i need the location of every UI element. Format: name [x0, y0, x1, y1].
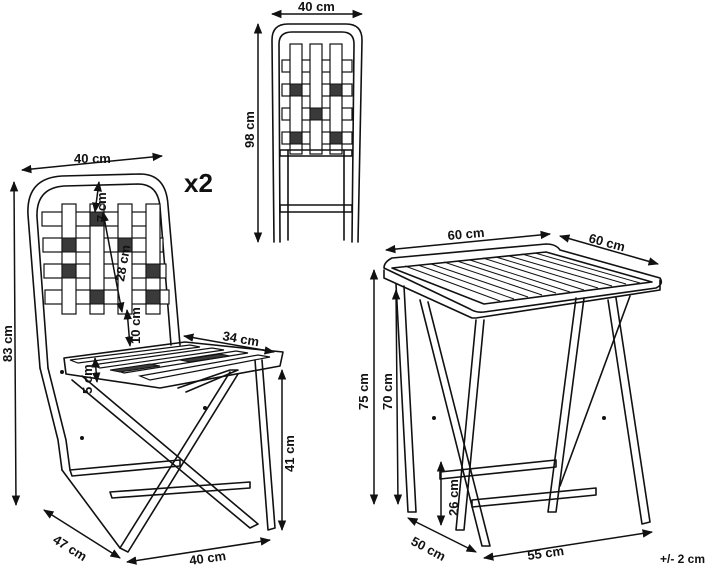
table-top-depth-label: 60 cm: [587, 230, 627, 254]
table-crossbar-height-label: 26 cm: [446, 479, 461, 516]
table-base-depth-label: 50 cm: [409, 533, 449, 564]
tabletop-slats: [404, 252, 641, 302]
folded-chair-width-label: 40 cm: [298, 0, 335, 14]
tolerance-label: +/- 2 cm: [660, 552, 705, 566]
backrest-weave: [41, 203, 170, 315]
chair-back-lower-gap-label: 10 cm: [128, 307, 143, 344]
chair-back-width-label: 40 cm: [74, 151, 111, 166]
table-drawing: [383, 243, 663, 547]
chair-seat-thickness-label: 5 cm: [80, 364, 95, 394]
chair-seat-depth-label: 34 cm: [221, 328, 260, 349]
chair-seat-height-label: 41 cm: [282, 435, 297, 472]
table-leg-height-label: 70 cm: [380, 373, 395, 410]
chair-base-width-label: 40 cm: [188, 548, 227, 568]
table-dimensions: [369, 230, 660, 561]
chair-dimensions: [9, 152, 287, 565]
chair-drawing: [27, 173, 284, 553]
chair-back-height-label: 28 cm: [112, 244, 133, 283]
folded-chair-height-label: 98 cm: [242, 111, 257, 148]
chair-base-depth-label: 47 cm: [50, 532, 89, 564]
table-top-width-label: 60 cm: [447, 225, 485, 243]
chair-height-label: 83 cm: [0, 325, 15, 362]
chair-top-gap-label: 7 cm: [94, 192, 109, 222]
quantity-label: x2: [184, 168, 213, 198]
folded-chair-dimensions: [253, 9, 364, 244]
table-base-width-label: 55 cm: [526, 543, 565, 563]
table-total-height-label: 75 cm: [356, 373, 371, 410]
folded-chair-drawing: [271, 23, 363, 243]
